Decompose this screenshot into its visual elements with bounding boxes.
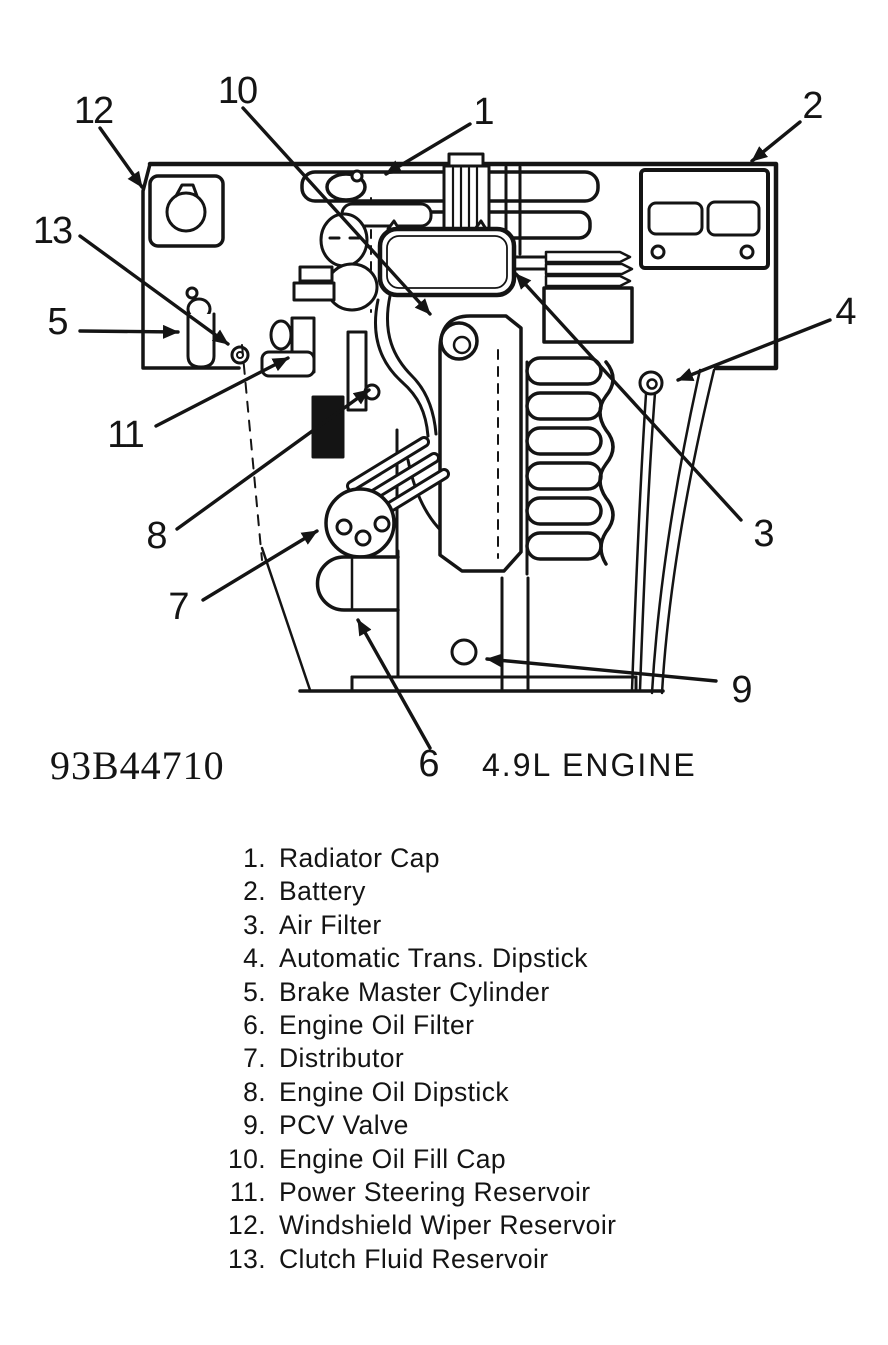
pcv-valve-shape: [450, 638, 478, 666]
legend-item-6: 6. Engine Oil Filter: [220, 1009, 616, 1042]
callout-3: 3: [753, 513, 773, 555]
callout-numbers: 1 2 3 4 5 6 7 8 9 10 11 12 13: [33, 70, 859, 785]
engine-oil-fill-cap-shape: [439, 321, 479, 361]
right-fender-line: [650, 368, 716, 695]
exhaust-manifold-shape: [525, 356, 615, 576]
leader-13: [78, 234, 230, 346]
legend-item-10: 10. Engine Oil Fill Cap: [220, 1143, 616, 1176]
leader-12: [98, 126, 144, 189]
legend-label: Radiator Cap: [279, 843, 440, 873]
legend-number: 5.: [243, 976, 266, 1007]
leader-lines: [78, 106, 832, 750]
legend-number: 11.: [229, 1177, 266, 1208]
air-filter-shape: [377, 219, 517, 298]
callout-12: 12: [74, 90, 113, 132]
legend-label: Engine Oil Dipstick: [279, 1076, 509, 1107]
callout-1: 1: [473, 91, 493, 133]
leader-7: [201, 529, 319, 602]
leader-2: [750, 120, 802, 163]
callout-10: 10: [218, 70, 257, 112]
legend-number: 8.: [243, 1076, 266, 1107]
legend-number: 9.: [243, 1110, 266, 1141]
figure-caption: 4.9L ENGINE: [482, 747, 697, 783]
leader-6: [356, 618, 432, 750]
leader-5: [78, 324, 180, 339]
legend-label: Air Filter: [279, 909, 382, 940]
legend-label: Engine Oil Filter: [279, 1010, 475, 1041]
legend-item-3: 3. Air Filter: [220, 909, 616, 942]
legend-number: 6.: [243, 1010, 266, 1041]
legend-label: Power Steering Reservoir: [279, 1177, 591, 1208]
legend-number: 2.: [243, 876, 266, 907]
legend-number: 1.: [243, 843, 266, 873]
engine-top-shapes: [292, 202, 634, 344]
legend-number: 4.: [243, 943, 266, 974]
leader-3: [514, 272, 743, 522]
callout-4: 4: [835, 291, 856, 333]
legend-label: PCV Valve: [279, 1110, 409, 1141]
brake-master-cylinder-shape: [185, 286, 216, 369]
callout-5: 5: [47, 301, 67, 343]
leader-11: [154, 356, 290, 428]
legend-number: 13.: [227, 1243, 266, 1274]
legend-item-13: 13. Clutch Fluid Reservoir: [220, 1243, 616, 1276]
callout-9: 9: [731, 669, 751, 711]
legend-item-8: 8. Engine Oil Dipstick: [220, 1076, 616, 1109]
legend-label: Windshield Wiper Reservoir: [279, 1210, 617, 1241]
callout-8: 8: [146, 515, 166, 557]
parts-legend: 1. Radiator Cap 2. Battery 3. Air Filter 4.…: [220, 842, 616, 1276]
legend-number: 10.: [227, 1143, 266, 1174]
legend-item-4: 4. Automatic Trans. Dipstick: [220, 942, 616, 975]
legend-item-11: 11. Power Steering Reservoir: [220, 1176, 616, 1209]
leader-1: [384, 122, 472, 176]
legend-label: Brake Master Cylinder: [279, 976, 550, 1007]
figure-part-code: 93B44710: [50, 743, 225, 788]
callout-6: 6: [418, 743, 438, 785]
clutch-fluid-reservoir-cap-shape: [230, 345, 250, 365]
radiator-cap-shape: [325, 169, 367, 202]
leader-8: [175, 388, 371, 531]
callout-7: 7: [168, 586, 188, 628]
legend-item-9: 9. PCV Valve: [220, 1109, 616, 1142]
engine-compartment-diagram: 1 2 3 4 5 6 7 8 9 10 11 12 13: [33, 70, 859, 785]
battery-shape: [639, 168, 770, 270]
legend-item-2: 2. Battery: [220, 875, 616, 908]
callout-11: 11: [107, 414, 143, 456]
legend-item-1: 1. Radiator Cap: [220, 842, 616, 875]
legend-label: Clutch Fluid Reservoir: [279, 1243, 549, 1274]
left-fender-line: [241, 344, 312, 692]
leader-9: [485, 653, 718, 683]
legend-label: Engine Oil Fill Cap: [279, 1143, 507, 1174]
callout-13: 13: [33, 210, 72, 252]
engine-bottom-shapes: [298, 576, 665, 693]
legend-item-7: 7. Distributor: [220, 1042, 616, 1075]
radiator-shape: [300, 152, 600, 313]
legend-label: Automatic Trans. Dipstick: [279, 943, 588, 974]
leader-4: [676, 318, 832, 382]
callout-2: 2: [802, 85, 822, 127]
legend-item-5: 5. Brake Master Cylinder: [220, 976, 616, 1009]
engine-oil-filter-shape: [315, 549, 400, 618]
windshield-wiper-reservoir-shape: [148, 174, 225, 248]
legend-label: Battery: [279, 876, 366, 907]
legend-number: 3.: [243, 909, 266, 940]
legend-item-12: 12. Windshield Wiper Reservoir: [220, 1209, 616, 1242]
legend-number: 12.: [227, 1210, 266, 1241]
leader-10: [241, 106, 432, 316]
legend-number: 7.: [243, 1043, 266, 1074]
legend-label: Distributor: [279, 1043, 405, 1074]
distributor-shape: [324, 487, 396, 559]
